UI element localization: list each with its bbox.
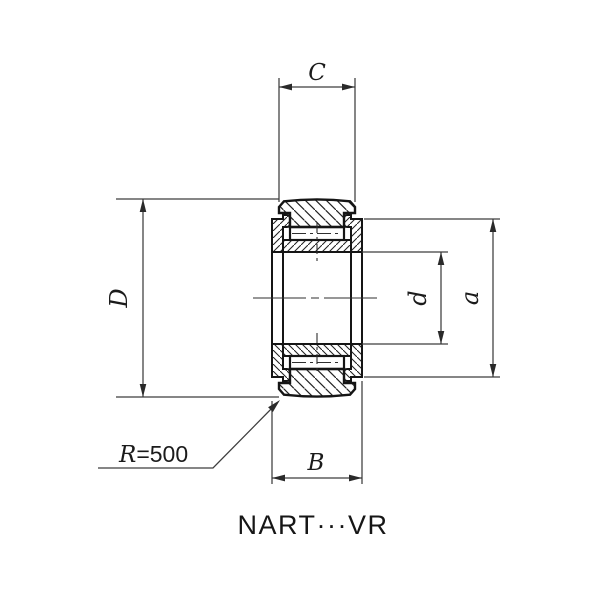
arrowhead-left-icon [279, 83, 292, 91]
arrowhead-down-icon [489, 364, 497, 377]
dimension-outside-diameter: D [105, 198, 279, 398]
extension-lines-a [364, 218, 500, 378]
label-B: B [307, 450, 325, 476]
crown-radius-symbol: R [118, 442, 136, 468]
crown-radius-callout: R=500 [98, 400, 280, 469]
arrowhead-left-icon [272, 474, 285, 482]
bearing-cross-section [253, 198, 380, 398]
arrowhead-up-icon [139, 199, 147, 212]
dimension-bore-diameter: d [362, 251, 448, 345]
label-d: d [404, 290, 432, 305]
arrowhead-up-icon [489, 219, 497, 232]
arrowhead-down-icon [139, 384, 147, 397]
drawing-title: NART···VR [238, 510, 389, 540]
label-crown-radius: R=500 [118, 441, 188, 468]
dimension-side-plate-diameter: a [364, 218, 500, 378]
label-a: a [456, 291, 484, 305]
label-D: D [105, 288, 133, 308]
arrowhead-down-icon [437, 331, 445, 344]
leader-arrowhead-icon [268, 400, 280, 412]
extension-lines-C [278, 78, 356, 202]
extension-lines-d [362, 251, 448, 345]
arrowhead-up-icon [437, 252, 445, 265]
crown-radius-value: =500 [136, 441, 188, 467]
leader-line [98, 403, 277, 469]
dimension-outer-ring-width: C [278, 60, 356, 202]
outer-ring-section-bottom [277, 367, 357, 398]
label-C: C [308, 60, 326, 86]
extension-lines-B [271, 381, 363, 484]
arrowhead-right-icon [342, 83, 355, 91]
dimension-inner-ring-width: B [271, 381, 363, 484]
arrowhead-right-icon [349, 474, 362, 482]
outer-ring-section-top [277, 198, 357, 229]
